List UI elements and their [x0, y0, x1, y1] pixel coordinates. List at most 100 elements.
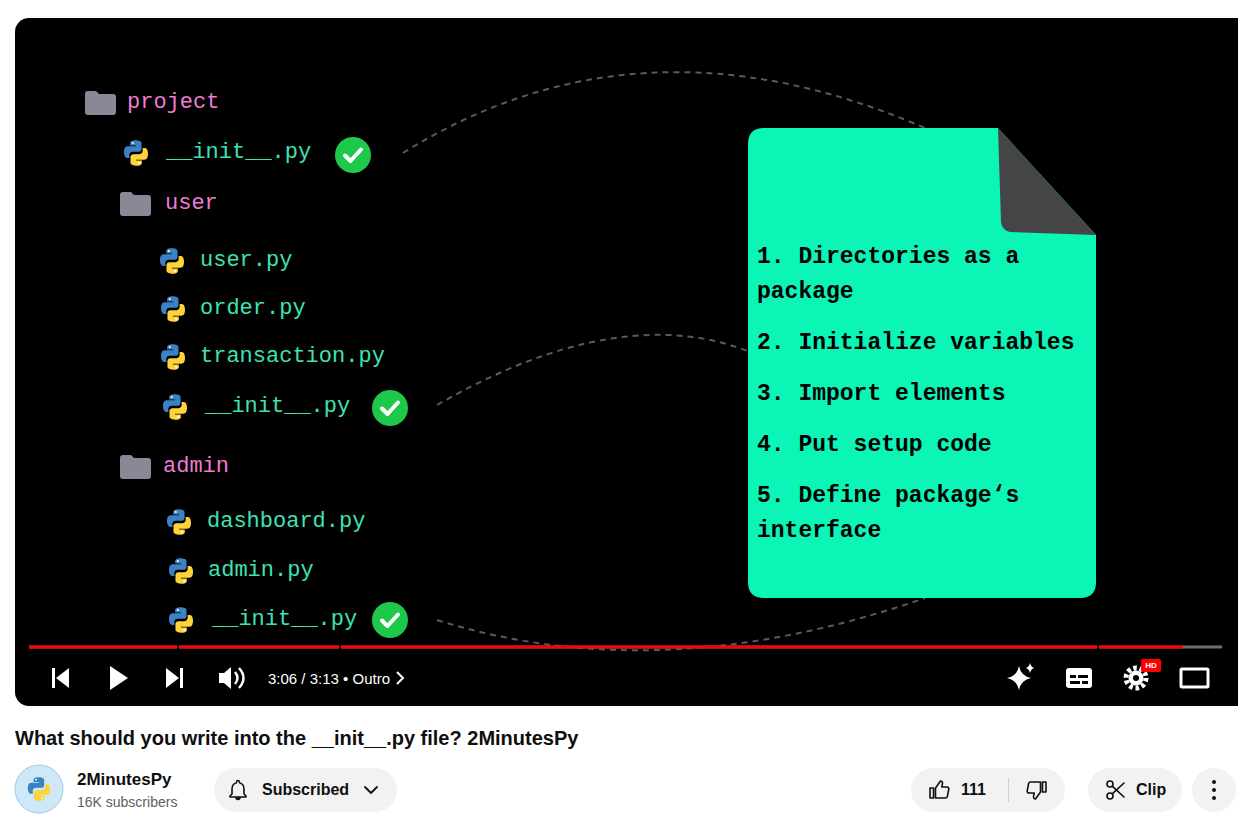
- check-badge: [335, 137, 408, 638]
- play-icon: [110, 666, 128, 690]
- more-dot: [1212, 788, 1216, 792]
- note-card-shape: [748, 128, 1096, 598]
- check-badge: [335, 137, 371, 173]
- more-button: [1192, 768, 1236, 812]
- card-item: 1. Directories as a package: [757, 240, 1090, 310]
- file-name: dashboard.py: [207, 508, 365, 536]
- python-file-icon: [169, 607, 193, 632]
- hd-badge: [1141, 659, 1161, 672]
- next-icon: [166, 668, 179, 688]
- folder-name: admin: [163, 453, 229, 481]
- scissors-icon: [1104, 778, 1128, 802]
- card-item: 3. Import elements: [757, 377, 1090, 412]
- file-name: user.py: [200, 247, 292, 275]
- hd-badge-text: HD: [1145, 661, 1157, 671]
- folder-name: project: [127, 89, 219, 117]
- theater-icon: [1181, 669, 1208, 687]
- progress-played: [29, 646, 1183, 649]
- subscribe-button: Subscribed: [214, 768, 397, 812]
- file-name: order.py: [200, 295, 306, 323]
- button-label: 111: [961, 780, 986, 800]
- more-button: [1192, 768, 1236, 812]
- channel-name: 2MinutesPy: [77, 769, 171, 790]
- volume-icon: [219, 667, 231, 689]
- settings-icon: [1133, 675, 1139, 681]
- folder-name: user: [165, 190, 218, 218]
- settings-icon: [1129, 671, 1144, 686]
- progress-track: [29, 646, 1222, 649]
- folder-icon: [85, 91, 116, 115]
- subtitles-icon: [1066, 668, 1092, 688]
- sparkle-icon: [1007, 666, 1031, 690]
- dashed-arc: [437, 335, 750, 405]
- subtitles-icon: [1070, 681, 1080, 684]
- folder-icon: [120, 455, 151, 479]
- python-file-icon: [124, 140, 148, 165]
- python-file-icon: [161, 296, 185, 321]
- time-display: 3:06 / 3:13 • Outro: [268, 669, 390, 688]
- next-icon: [180, 668, 183, 688]
- note-card-fold: [998, 128, 1096, 235]
- up-icon: [930, 781, 949, 798]
- chapter-gap: [1097, 644, 1099, 650]
- down-icon: [1027, 782, 1046, 799]
- card-item: 5. Define package‘s interface: [757, 479, 1090, 549]
- chapter-gap: [177, 644, 179, 650]
- channel-avatar: [15, 765, 63, 813]
- button-divider: [1008, 778, 1009, 802]
- python-file-icon: [169, 558, 193, 583]
- python-file-icon: [161, 344, 185, 369]
- subtitles-icon: [1082, 681, 1088, 684]
- subtitles-icon: [1070, 675, 1076, 678]
- chapter-gap: [339, 644, 341, 650]
- file-name: __init__.py: [205, 393, 350, 421]
- player-controls: [52, 659, 1208, 690]
- subtitles-icon: [1078, 675, 1088, 678]
- file-name: __init__.py: [166, 139, 311, 167]
- chapter-chevron: [397, 672, 403, 684]
- python-file-icon: [163, 394, 187, 419]
- folder-icon: [85, 91, 151, 479]
- previous-icon: [52, 668, 55, 688]
- clip-button: Clip: [1088, 768, 1182, 812]
- dashed-arc: [437, 598, 925, 650]
- more-dot: [1212, 796, 1216, 800]
- file-name: admin.py: [208, 557, 314, 585]
- down-icon: [1025, 778, 1049, 802]
- volume-icon: [239, 668, 244, 688]
- python-file-icon: [160, 248, 184, 273]
- bell-icon: [226, 778, 250, 802]
- card-item: 2. Initialize variables: [757, 326, 1090, 361]
- bell-icon: [226, 778, 250, 802]
- chev-icon: [359, 778, 383, 802]
- down-icon: [1027, 782, 1046, 799]
- scissors-icon: [1112, 783, 1124, 794]
- subscriber-count: 16K subscribers: [77, 793, 177, 811]
- like-button: 111: [911, 768, 1065, 812]
- up-icon: [927, 778, 951, 802]
- check-badge: [372, 602, 408, 638]
- video-title: What should you write into the __init__.…: [15, 725, 578, 751]
- folder-icon: [120, 192, 151, 216]
- volume-icon: [235, 672, 238, 684]
- sparkle-icon: [1026, 663, 1034, 673]
- chev-icon: [365, 787, 377, 793]
- file-name: __init__.py: [212, 606, 357, 634]
- button-label: Clip: [1136, 780, 1166, 800]
- python-file-icon: [167, 509, 191, 534]
- file-name: transaction.py: [200, 343, 385, 371]
- progress-bar: [29, 644, 1222, 650]
- check-badge: [372, 390, 408, 426]
- bell-icon: [230, 781, 246, 800]
- scissors-icon: [1104, 778, 1128, 802]
- more-dot: [1212, 780, 1216, 784]
- up-icon: [927, 778, 951, 802]
- button-label: Subscribed: [262, 780, 349, 800]
- video-frame: [15, 18, 1238, 706]
- channel-avatar-logo: [28, 777, 50, 801]
- channel-avatar: [15, 765, 63, 813]
- down-icon: [1025, 778, 1049, 802]
- note-card: 1. Directories as a package 2. Initialize…: [748, 128, 1096, 598]
